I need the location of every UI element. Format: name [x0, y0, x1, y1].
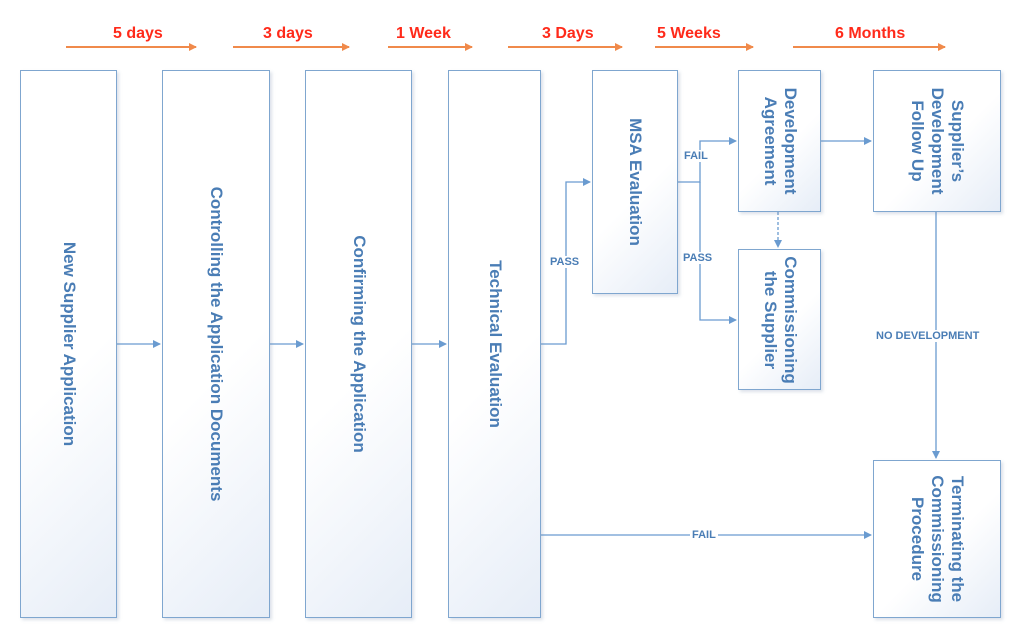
edge-label-fail-technical: FAIL [690, 529, 718, 541]
step-label: Development Agreement [760, 87, 800, 195]
step-label: Technical Evaluation [485, 260, 505, 428]
step-commissioning-supplier: Commissioning the Supplier [738, 249, 821, 390]
duration-5-days: 5 days [113, 25, 163, 42]
edge-label-fail-msa: FAIL [684, 150, 708, 162]
edge-label-pass-technical: PASS [550, 256, 580, 268]
step-label: Supplier’s Development Follow Up [908, 87, 967, 195]
step-technical-evaluation: Technical Evaluation [448, 70, 541, 618]
edge-label-pass-msa: PASS [683, 252, 713, 264]
step-label: Controlling the Application Documents [207, 186, 226, 502]
step-new-supplier-application: New Supplier Application [20, 70, 117, 618]
step-label: MSA Evaluation [626, 118, 645, 246]
duration-3-days: 3 days [263, 25, 313, 42]
edge-label-no-development: NO DEVELOPMENT [876, 330, 980, 342]
step-label: Terminating the Commissioning Procedure [908, 475, 967, 603]
step-msa-evaluation: MSA Evaluation [592, 70, 678, 294]
step-development-agreement: Development Agreement [738, 70, 821, 212]
connector-msa-pass-to-commissioning [699, 182, 737, 324]
duration-1-week: 1 Week [396, 25, 451, 42]
step-label: Commissioning the Supplier [760, 255, 800, 384]
step-terminating-procedure: Terminating the Commissioning Procedure [873, 460, 1001, 618]
step-supplier-development-follow-up: Supplier’s Development Follow Up [873, 70, 1001, 212]
duration-6-months: 6 Months [835, 25, 906, 42]
step-label: Confirming the Application [349, 235, 369, 453]
step-label: New Supplier Application [59, 241, 79, 447]
duration-5-weeks: 5 Weeks [657, 25, 721, 42]
step-controlling-documents: Controlling the Application Documents [162, 70, 270, 618]
duration-3-days-msa: 3 Days [542, 25, 594, 42]
step-confirming-application: Confirming the Application [305, 70, 412, 618]
